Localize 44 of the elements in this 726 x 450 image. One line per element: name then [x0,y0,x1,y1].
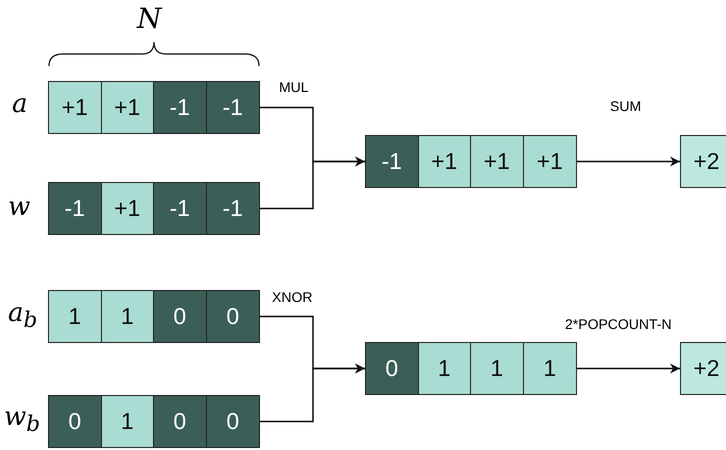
value-array [48,182,260,235]
bit-value: -1 [206,183,259,234]
bit-value: -1 [49,183,102,234]
bit-value: +1 [471,136,524,187]
bit-value: 1 [418,343,471,394]
arrow [260,156,365,210]
value-array [48,395,260,448]
bit-value: +1 [102,82,154,133]
bit-value: +1 [524,136,576,187]
value-array [365,342,577,395]
value-array [365,135,577,188]
bit-value: 0 [206,396,259,447]
bit-value: +2 [681,343,726,394]
bit-value: 0 [154,396,206,447]
bit-value: +1 [102,183,154,234]
bit-value: -1 [154,82,206,133]
arrow [577,364,680,374]
bit-value: 1 [49,291,102,342]
bit-value: +2 [681,136,726,187]
value-array [48,81,260,134]
bit-value: 1 [102,291,154,342]
edge-label: SUM [608,98,644,114]
bit-value: 0 [366,343,418,394]
bit-value: -1 [206,82,259,133]
edge-label: XNOR [270,289,314,305]
variable-label: w$_{b}$ [4,402,40,438]
bit-value: 1 [102,396,154,447]
value-array [48,290,260,343]
arrow [577,156,680,166]
bit-value: -1 [154,183,206,234]
bit-value: 0 [154,291,206,342]
variable-label: w [8,192,30,222]
bit-value: 1 [471,343,524,394]
variable-label: a$_{b}$ [8,298,38,334]
arrow [260,364,365,422]
edge-label: MUL [277,79,311,95]
bit-value: +1 [49,82,102,133]
bit-value: 0 [49,396,102,447]
bit-value: +1 [418,136,471,187]
bit-value: 0 [206,291,259,342]
bit-value: -1 [366,136,418,187]
variable-label: a [12,89,28,119]
bit-value: 1 [524,343,576,394]
dimension-label: N [137,2,162,35]
